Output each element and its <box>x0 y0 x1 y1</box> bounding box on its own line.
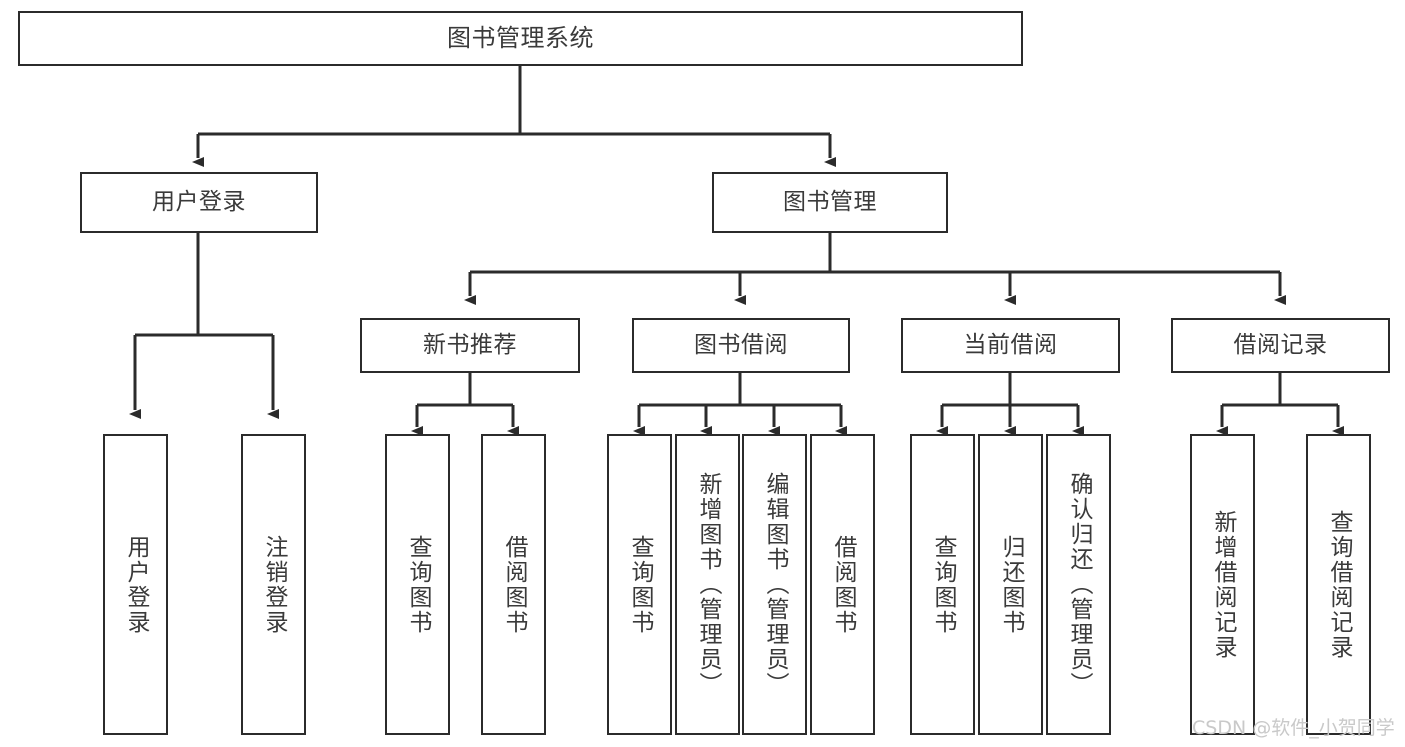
leaf-query-book-2-label: 查询图书 <box>627 534 653 635</box>
leaf-borrow-book-1[interactable]: 借阅图书 <box>481 434 546 735</box>
node-new-book-recommend[interactable]: 新书推荐 <box>360 318 580 373</box>
leaf-edit-book-admin[interactable]: 编辑图书（管理员） <box>742 434 807 735</box>
leaf-add-borrow-record-label: 新增借阅记录 <box>1210 509 1236 660</box>
leaf-return-book-label: 归还图书 <box>998 534 1024 635</box>
node-borrow-record[interactable]: 借阅记录 <box>1171 318 1390 373</box>
leaf-add-book-admin-label: 新增图书（管理员） <box>695 472 721 697</box>
node-borrow-record-label: 借阅记录 <box>1233 332 1328 359</box>
leaf-query-borrow-record-label: 查询借阅记录 <box>1326 509 1352 660</box>
leaf-confirm-return-admin[interactable]: 确认归还（管理员） <box>1046 434 1111 735</box>
leaf-add-borrow-record[interactable]: 新增借阅记录 <box>1190 434 1255 735</box>
leaf-edit-book-admin-label: 编辑图书（管理员） <box>762 472 788 697</box>
leaf-query-book-1[interactable]: 查询图书 <box>385 434 450 735</box>
leaf-query-book-2[interactable]: 查询图书 <box>607 434 672 735</box>
leaf-borrow-book-2-label: 借阅图书 <box>830 534 856 635</box>
leaf-borrow-book-1-label: 借阅图书 <box>501 534 527 635</box>
node-new-book-recommend-label: 新书推荐 <box>423 332 517 359</box>
leaf-user-logout-label: 注销登录 <box>261 534 287 635</box>
leaf-query-book-3-label: 查询图书 <box>930 534 956 635</box>
node-root[interactable]: 图书管理系统 <box>18 11 1023 66</box>
leaf-user-logout[interactable]: 注销登录 <box>241 434 306 735</box>
leaf-add-book-admin[interactable]: 新增图书（管理员） <box>675 434 740 735</box>
leaf-return-book[interactable]: 归还图书 <box>978 434 1043 735</box>
leaf-confirm-return-admin-label: 确认归还（管理员） <box>1066 472 1092 697</box>
node-user-login-label: 用户登录 <box>152 189 246 216</box>
node-user-login[interactable]: 用户登录 <box>80 172 318 233</box>
node-book-borrow[interactable]: 图书借阅 <box>632 318 850 373</box>
leaf-query-borrow-record[interactable]: 查询借阅记录 <box>1306 434 1371 735</box>
node-book-management-label: 图书管理 <box>783 189 877 216</box>
leaf-user-login-label: 用户登录 <box>123 534 149 635</box>
leaf-query-book-1-label: 查询图书 <box>405 534 431 635</box>
leaf-user-login[interactable]: 用户登录 <box>103 434 168 735</box>
node-book-borrow-label: 图书借阅 <box>694 332 788 359</box>
node-current-borrow[interactable]: 当前借阅 <box>901 318 1120 373</box>
node-current-borrow-label: 当前借阅 <box>963 332 1058 359</box>
node-book-management[interactable]: 图书管理 <box>712 172 948 233</box>
leaf-borrow-book-2[interactable]: 借阅图书 <box>810 434 875 735</box>
leaf-query-book-3[interactable]: 查询图书 <box>910 434 975 735</box>
node-root-label: 图书管理系统 <box>447 23 594 52</box>
